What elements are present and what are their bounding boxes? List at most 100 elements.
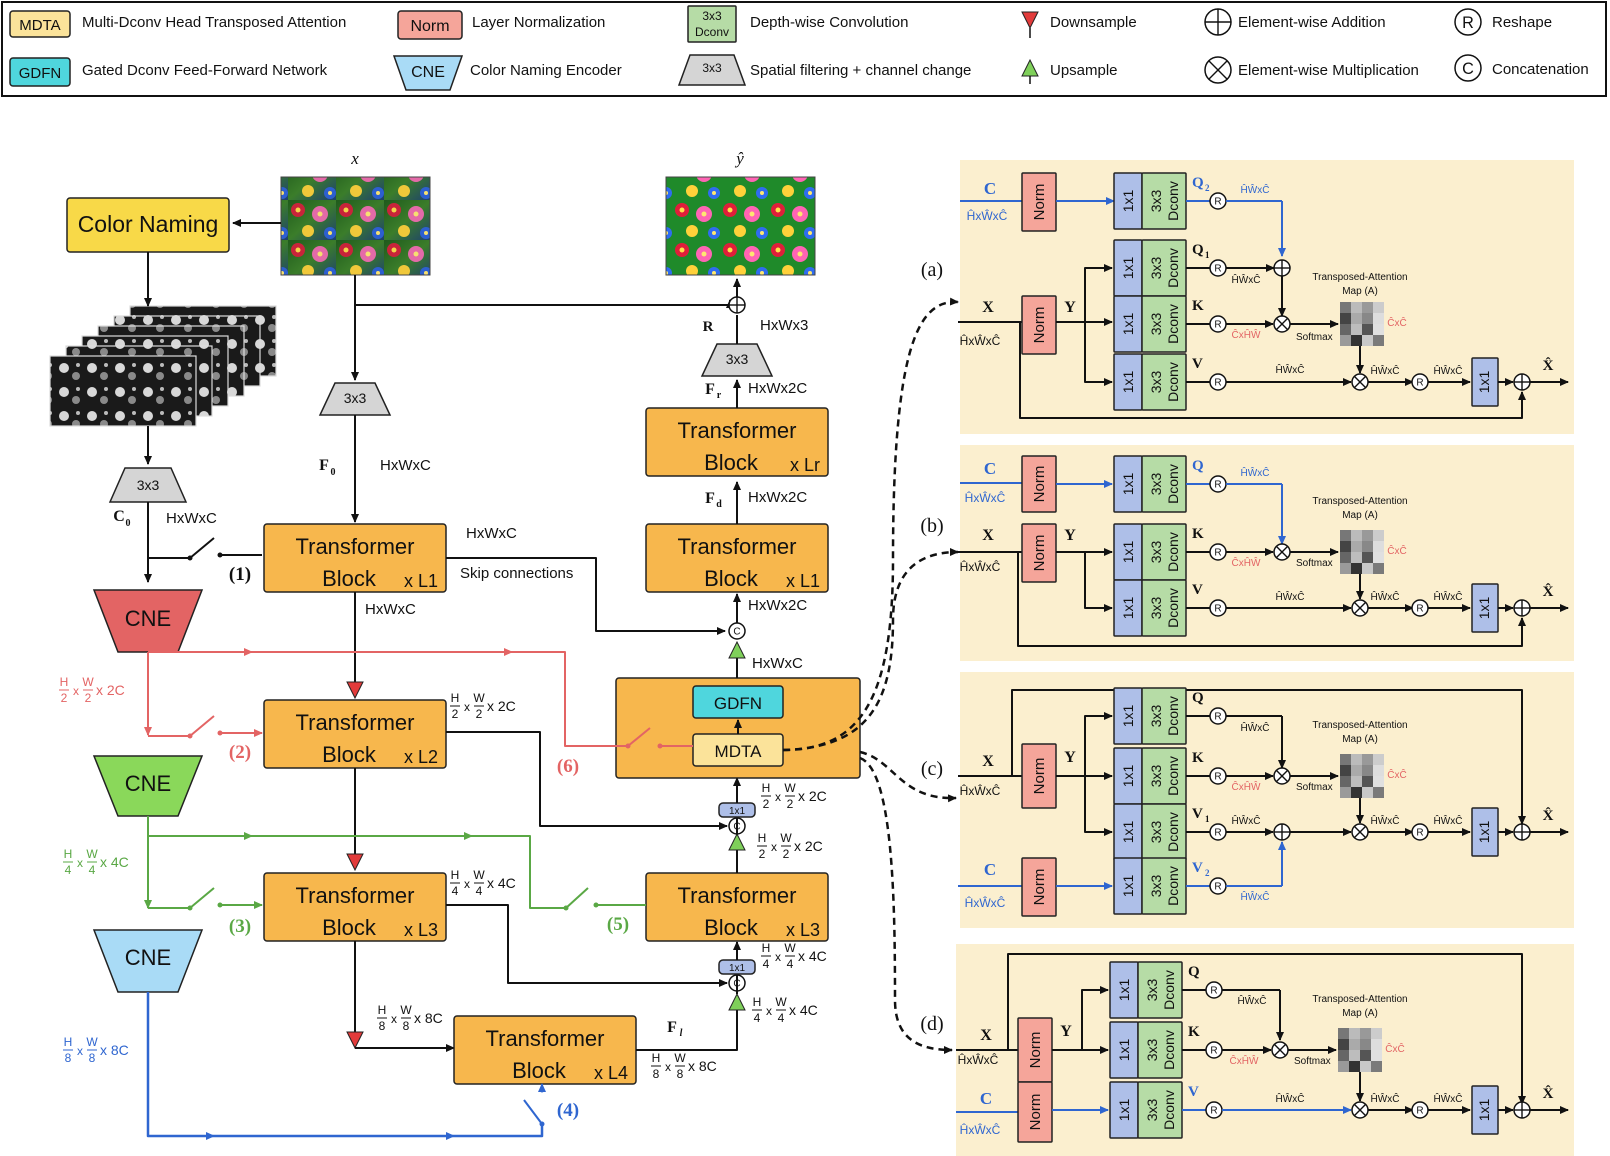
connector-path	[1007, 953, 1526, 1105]
label: (5)	[607, 914, 629, 935]
frac-num: W	[784, 781, 796, 795]
reshape-icon-letter: R	[1416, 1106, 1423, 1117]
frac-num: W	[473, 691, 485, 705]
frac-num: W	[780, 831, 792, 845]
label: Map (A)	[1342, 286, 1378, 297]
attention-map-cell	[1351, 313, 1362, 324]
label: 1x1	[1116, 1099, 1132, 1122]
legend-spatial-swatch	[677, 54, 747, 86]
multiply-icon-bar	[1353, 825, 1367, 839]
label: 1x1	[1116, 1039, 1132, 1062]
label: X	[982, 753, 994, 770]
label: W	[86, 847, 98, 861]
label: 8	[65, 1051, 72, 1065]
cne-green	[92, 755, 204, 817]
label: X	[982, 299, 994, 316]
label: Reshape	[1492, 14, 1552, 31]
transformer-title: Transformer	[296, 534, 415, 559]
reshape-icon-letter: R	[1416, 604, 1423, 615]
label: Layer Normalization	[472, 14, 605, 31]
legend-dconv-swatch	[687, 5, 737, 43]
attention-map-cell	[1362, 776, 1373, 787]
transformer-block-word: Block	[704, 566, 759, 591]
label: X	[980, 1027, 992, 1044]
transformer-title: Transformer	[296, 883, 415, 908]
label: 3x3	[1148, 190, 1164, 213]
attention-map-cell	[1338, 1039, 1349, 1050]
attention-map-cell	[1362, 552, 1373, 563]
attention-map-cell	[1362, 335, 1373, 346]
frac-den: 8	[653, 1067, 660, 1081]
label: C	[113, 508, 125, 525]
dim-label: ĤŴxĈ	[1371, 364, 1400, 377]
label: x 2C	[96, 682, 125, 698]
label: Depth-wise Convolution	[750, 14, 908, 31]
label: Gated Dconv Feed-Forward Network	[82, 62, 328, 79]
attention-map-cell	[1351, 302, 1362, 313]
transformer-title: Transformer	[678, 418, 797, 443]
frac-num: W	[400, 1003, 412, 1017]
attention-map-cell	[1360, 1050, 1371, 1061]
label: Norm	[1031, 466, 1048, 503]
label: 3x3	[726, 351, 749, 367]
label: 4	[89, 863, 96, 877]
connector-path	[1084, 712, 1113, 776]
reshape-icon	[1454, 8, 1482, 36]
frac-num: W	[473, 868, 485, 882]
frac-den: 8	[403, 1019, 410, 1033]
transformer-repeat: x L1	[404, 571, 438, 591]
transformer-repeat: x L2	[404, 747, 438, 767]
frac-mult: x 4C	[487, 875, 516, 891]
label: HxWx2C	[748, 489, 807, 506]
transformer-title: Transformer	[678, 883, 797, 908]
dim-label: ĤŴxĈ	[1241, 890, 1270, 903]
transformer-title: Transformer	[678, 534, 797, 559]
label: Dconv	[1161, 1090, 1177, 1130]
label: Transposed-Attention	[1312, 272, 1407, 283]
branch-label: Q	[1192, 690, 1204, 706]
connector-line	[189, 715, 215, 737]
dim-label: ĤŴxĈ	[1371, 590, 1400, 603]
downsample-icon	[346, 681, 364, 700]
attention-map-cell	[1351, 541, 1362, 552]
branch-label: V	[1192, 860, 1203, 876]
dim-label: ĤŴxĈ	[1276, 590, 1305, 603]
branch-label: Q	[1192, 458, 1204, 474]
dim-label: ĤŴxĈ	[1371, 1092, 1400, 1105]
attention-map-cell	[1373, 530, 1384, 541]
dim-label: ĤŴxĈ	[1241, 466, 1270, 479]
switch-contact	[563, 905, 569, 911]
attention-map-cell	[1373, 324, 1384, 335]
transformer-repeat: x L1	[786, 571, 820, 591]
connector-path	[1084, 552, 1113, 612]
reshape-icon-letter: R	[1214, 772, 1221, 783]
label: 0	[331, 467, 336, 478]
frac-x: x	[775, 950, 781, 964]
concat-icon-letter: C	[1462, 60, 1474, 78]
label: x	[73, 684, 79, 698]
label: Softmax	[1296, 782, 1333, 793]
attention-map-cell	[1362, 541, 1373, 552]
attention-map-cell	[1373, 787, 1384, 798]
label: (1)	[229, 564, 251, 585]
label: Norm	[1031, 869, 1048, 906]
frac-mult: x 8C	[414, 1010, 443, 1026]
label: 3x3	[1148, 597, 1164, 620]
attention-map-cell	[1362, 313, 1373, 324]
reshape-icon-letter: R	[1210, 1046, 1217, 1057]
frac-x: x	[771, 840, 777, 854]
label: CNE	[125, 606, 171, 631]
frac-num: H	[758, 831, 767, 845]
output-image-label: ŷ	[734, 149, 744, 168]
label: X̂	[1543, 583, 1554, 600]
attention-map-cell	[1373, 754, 1384, 765]
label: HxWxC	[380, 457, 431, 474]
frac-num: W	[775, 995, 787, 1009]
label: C	[984, 860, 996, 879]
reshape-icon-letter: R	[1214, 378, 1221, 389]
attention-map-cell	[1373, 302, 1384, 313]
frac-den: 2	[783, 847, 790, 861]
reshape-icon-letter: R	[1214, 882, 1221, 893]
attention-map-cell	[1340, 776, 1351, 787]
